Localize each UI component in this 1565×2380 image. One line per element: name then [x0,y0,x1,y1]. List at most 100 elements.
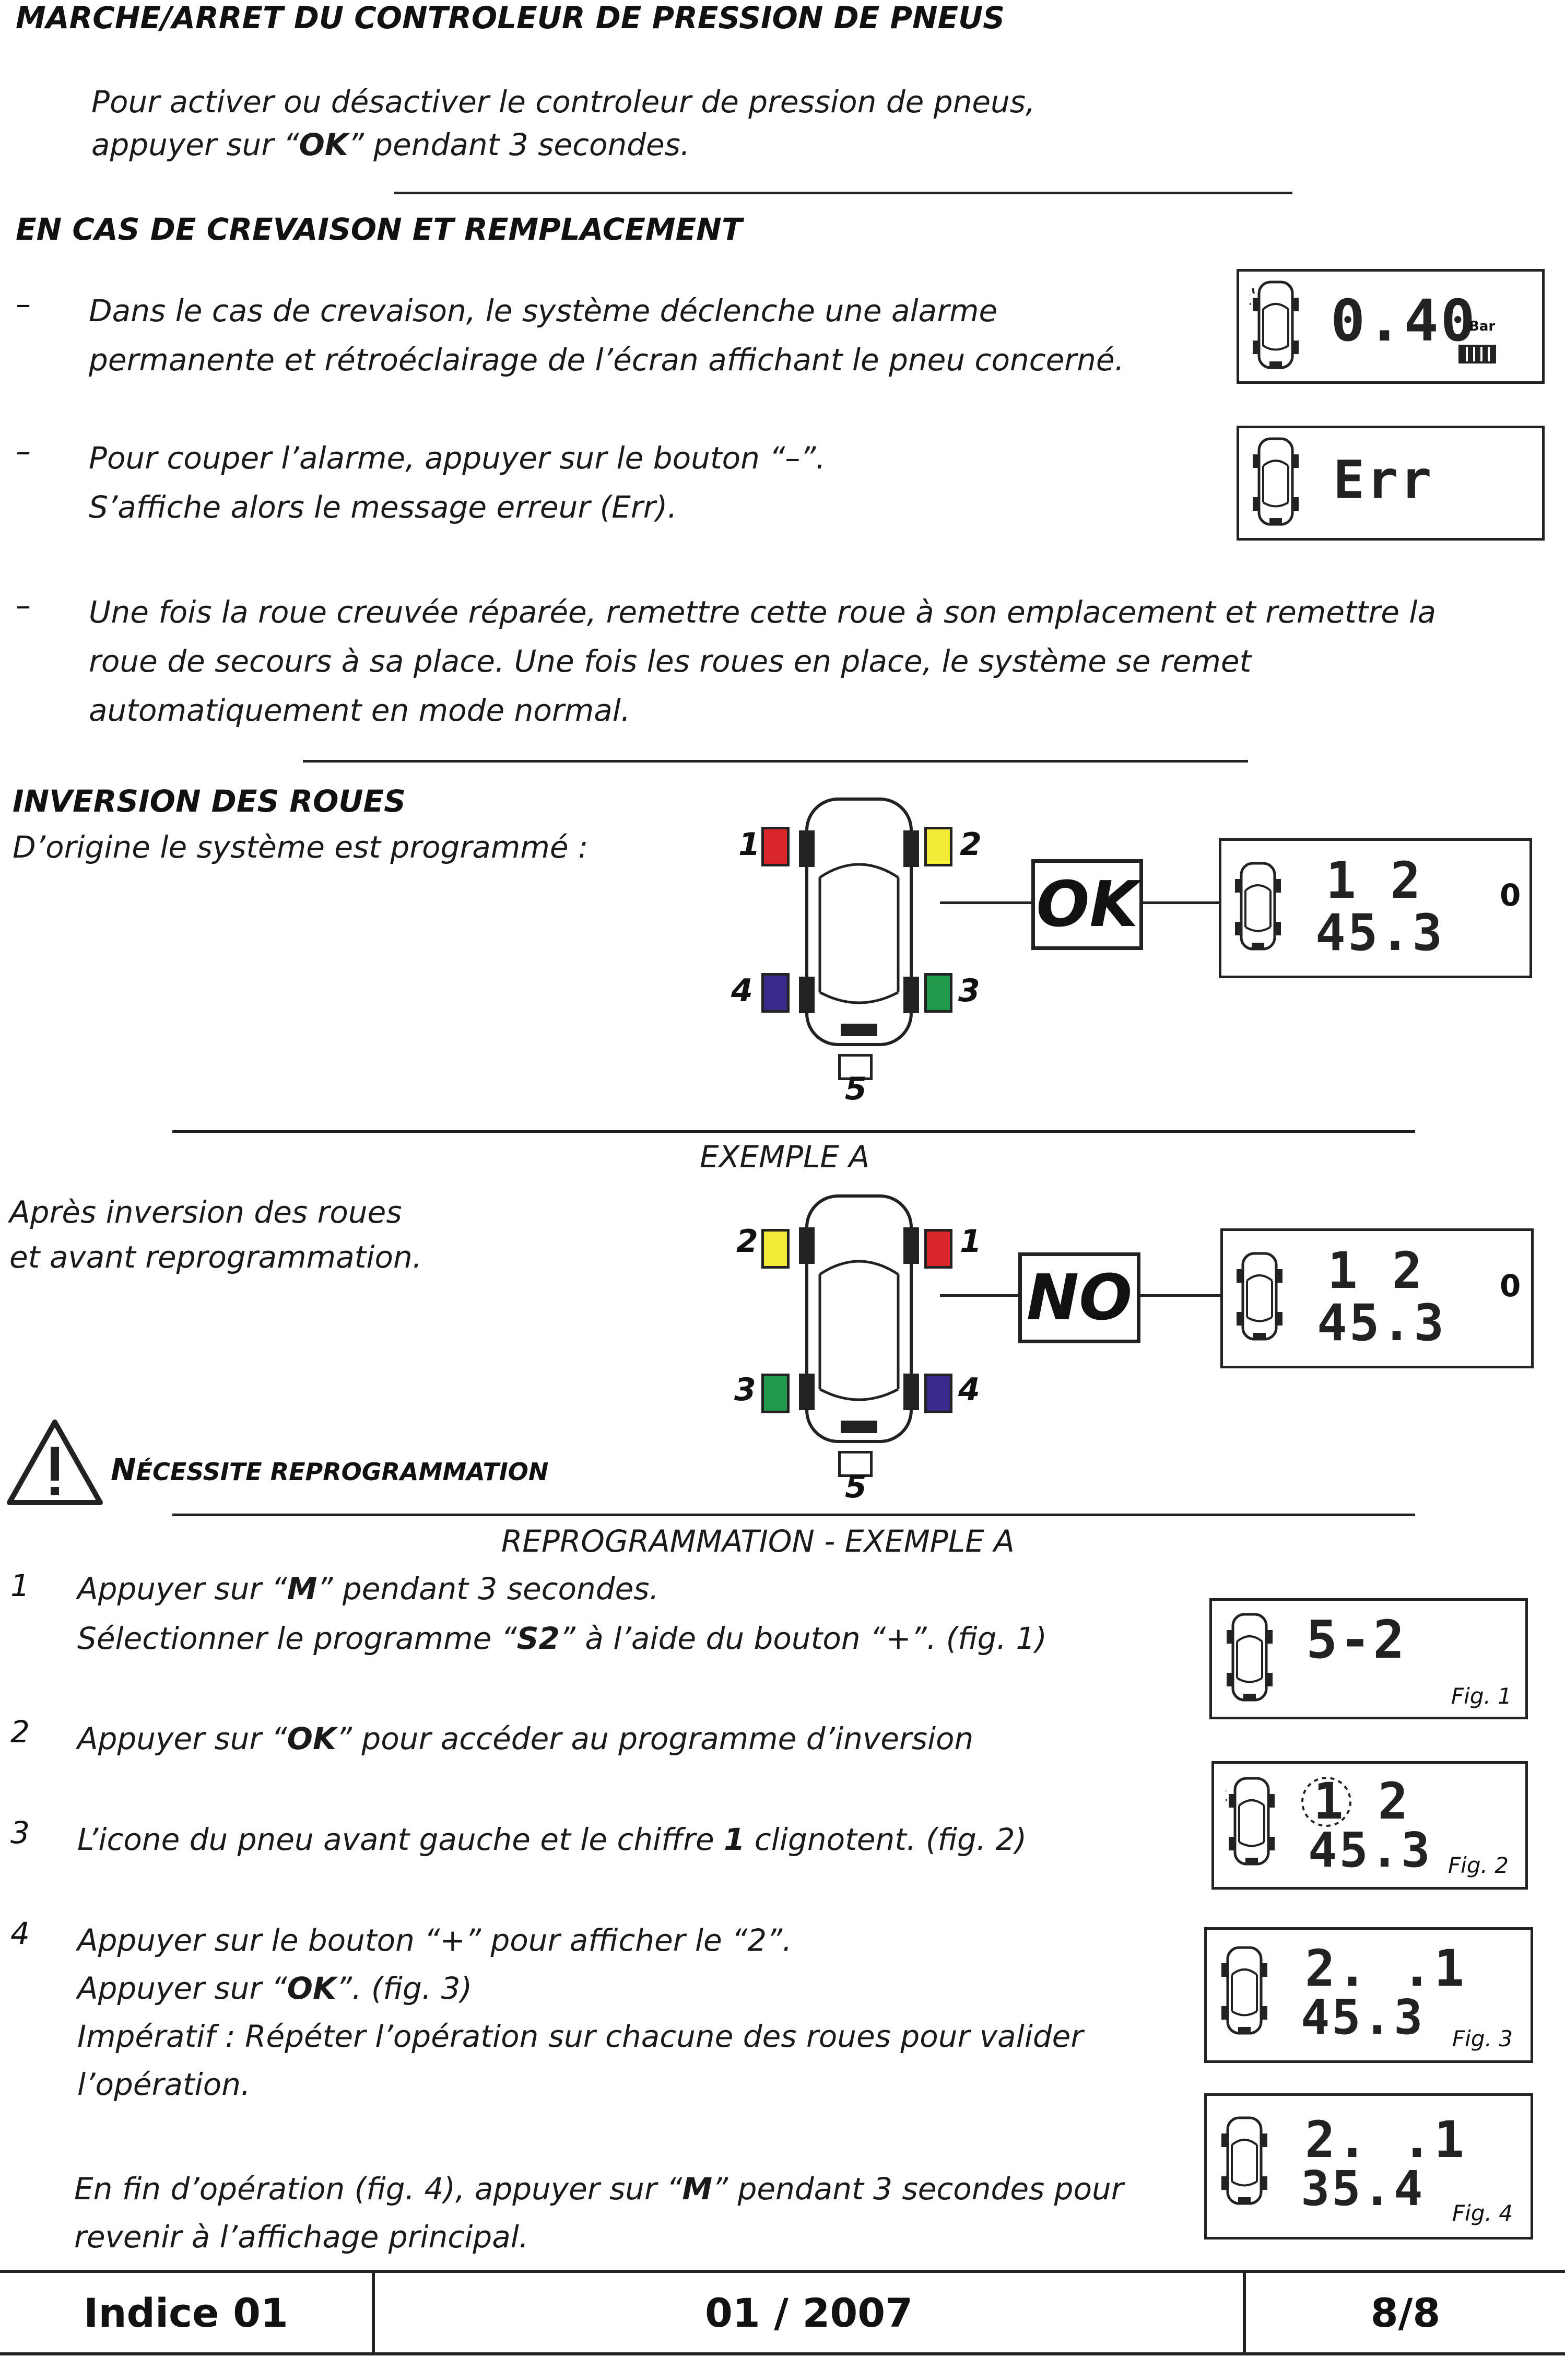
wheel-position-value: 1 2 [1327,1241,1425,1300]
key-label: OK [299,127,348,162]
car-icon [1223,1610,1276,1704]
section-title-on-off: MARCHE/ARRET DU CONTROLEUR DE PRESSION D… [16,0,1005,36]
paragraph-line: Appuyer sur “M” pendant 3 secondes. [77,1564,659,1613]
wheel-number: 5 [845,1469,867,1505]
text: N [111,1452,136,1487]
pressure-value: 45.3 [1308,1822,1432,1878]
paragraph-line: Appuyer sur “OK”. (fig. 3) [77,1964,472,2013]
paragraph-line: permanente et rétroéclairage de l’écran … [89,342,1124,378]
paragraph-line: Pour activer ou désactiver le controleur… [91,84,1036,120]
ok-box: OK [1031,859,1143,950]
text: ” pour accéder au programme d’inversion [336,1721,974,1756]
bullet-dash: – [16,286,31,322]
wheel-position-value: 2. .1 [1305,1939,1466,1998]
paragraph-line: Dans le cas de crevaison, le système déc… [89,293,998,329]
divider [303,760,1248,763]
car-icon [1232,859,1284,953]
wheel-position-value: 1 2 [1313,1772,1410,1831]
wheel-color-swatch [761,827,790,866]
wheel-color-swatch [924,827,952,866]
pressure-value: 0.40 [1331,287,1477,354]
wheel-color-swatch [761,1374,790,1413]
paragraph-line: Pour couper l’alarme, appuyer sur le bou… [89,440,826,476]
paragraph-line: Impératif : Répéter l’opération sur chac… [77,2019,1084,2054]
warning-label: NÉCESSITE REPROGRAMMATION [111,1452,548,1487]
spare-wheel-box [838,1054,873,1080]
car-diagram-swapped [799,1194,919,1443]
key-label: M [287,1571,317,1607]
side-indicator: 0 [1500,1268,1521,1304]
wheel-number: 1 [738,826,760,863]
warning-triangle-icon [7,1420,103,1505]
paragraph-line: et avant reprogrammation. [9,1239,422,1275]
battery-icon [1458,345,1496,364]
wheel-number: 4 [731,972,753,1009]
bullet-dash: – [16,588,31,623]
bullet-dash: – [16,433,31,469]
wheel-position-value: 1 2 [1326,851,1423,910]
connector-line [940,1294,1018,1297]
connector-line [940,901,1034,904]
car-icon [1250,278,1302,372]
blink-icon [1301,1777,1351,1827]
divider [394,192,1292,194]
car-icon [1250,435,1302,529]
divider [172,1514,1415,1516]
wheel-color-swatch [924,1374,952,1413]
spare-wheel-box [838,1451,873,1477]
car-icon [1218,2114,1270,2208]
paragraph-line: S’affiche alors le message erreur (Err). [89,489,677,525]
text: clignotent. (fig. 2) [745,1822,1027,1857]
text: Appuyer sur “ [77,1971,287,2006]
section-title-puncture: EN CAS DE CREVAISON ET REMPLACEMENT [16,212,743,247]
car-icon [1218,1943,1270,2037]
wheel-number: 3 [958,972,980,1009]
lcd-swapped-display: 1 2 45.3 [1220,1228,1534,1368]
paragraph-line: Sélectionner le programme “S2” à l’aide … [77,1614,1047,1663]
wheel-color-swatch [924,973,952,1013]
text: L’icone du pneu avant gauche et le chiff… [77,1822,724,1857]
figure-label: Fig. 1 [1451,1683,1512,1709]
side-indicator: 0 [1500,877,1521,913]
lcd-puncture-display: 0.40 Bar [1237,269,1545,384]
wheel-number: 3 [734,1371,756,1408]
connector-line [1137,1294,1220,1297]
car-diagram-original [799,798,919,1046]
car-icon [1226,1774,1278,1868]
divider [172,1130,1415,1133]
text: appuyer sur “ [91,127,299,162]
wheel-color-swatch [761,973,790,1013]
wheel-number: 1 [960,1223,982,1260]
paragraph-line: Une fois la roue creuvée réparée, remett… [89,594,1437,630]
text: ” à l’aide du bouton “+”. (fig. 1) [559,1621,1047,1656]
unit-label: Bar [1469,319,1496,334]
footer-bar: Indice 01 01 / 2007 8/8 [0,2270,1565,2355]
key-label: S2 [516,1621,560,1656]
wheel-number: 2 [960,826,982,863]
text: Sélectionner le programme “ [77,1621,517,1656]
lcd-original-display: 1 2 45.3 [1219,838,1532,978]
paragraph-line: l’opération. [77,2067,251,2102]
text: Appuyer sur “ [77,1571,287,1607]
paragraph-line: Appuyer sur “OK” pour accéder au program… [77,1714,973,1763]
key-label: OK [287,1721,336,1756]
wheel-color-swatch [761,1229,790,1269]
text: ÉCESSITE REPROGRAMMATION [136,1458,549,1486]
no-box: NO [1018,1252,1140,1343]
pressure-value: 45.3 [1317,1294,1446,1352]
text: ” pendant 3 secondes pour [712,2171,1124,2207]
lcd-error-display: Err [1237,426,1545,541]
figure-label: Fig. 2 [1448,1853,1509,1878]
car-icon [1233,1249,1286,1343]
footer-index: Indice 01 [0,2273,375,2352]
paragraph-line: roue de secours à sa place. Une fois les… [89,643,1252,679]
lcd-fig-3: 2. .1 45.3 Fig. 3 [1204,1927,1533,2063]
text: ” pendant 3 secondes. [348,127,690,162]
lcd-fig-2: 1 2 45.3 Fig. 2 [1211,1761,1528,1890]
paragraph-line: En fin d’opération (fig. 4), appuyer sur… [74,2164,1124,2213]
paragraph-line: revenir à l’affichage principal. [74,2219,529,2255]
paragraph-line: Après inversion des roues [9,1194,402,1230]
wheel-color-swatch [924,1229,952,1269]
text: En fin d’opération (fig. 4), appuyer sur… [74,2171,683,2207]
figure-label: Fig. 4 [1452,2200,1513,2226]
